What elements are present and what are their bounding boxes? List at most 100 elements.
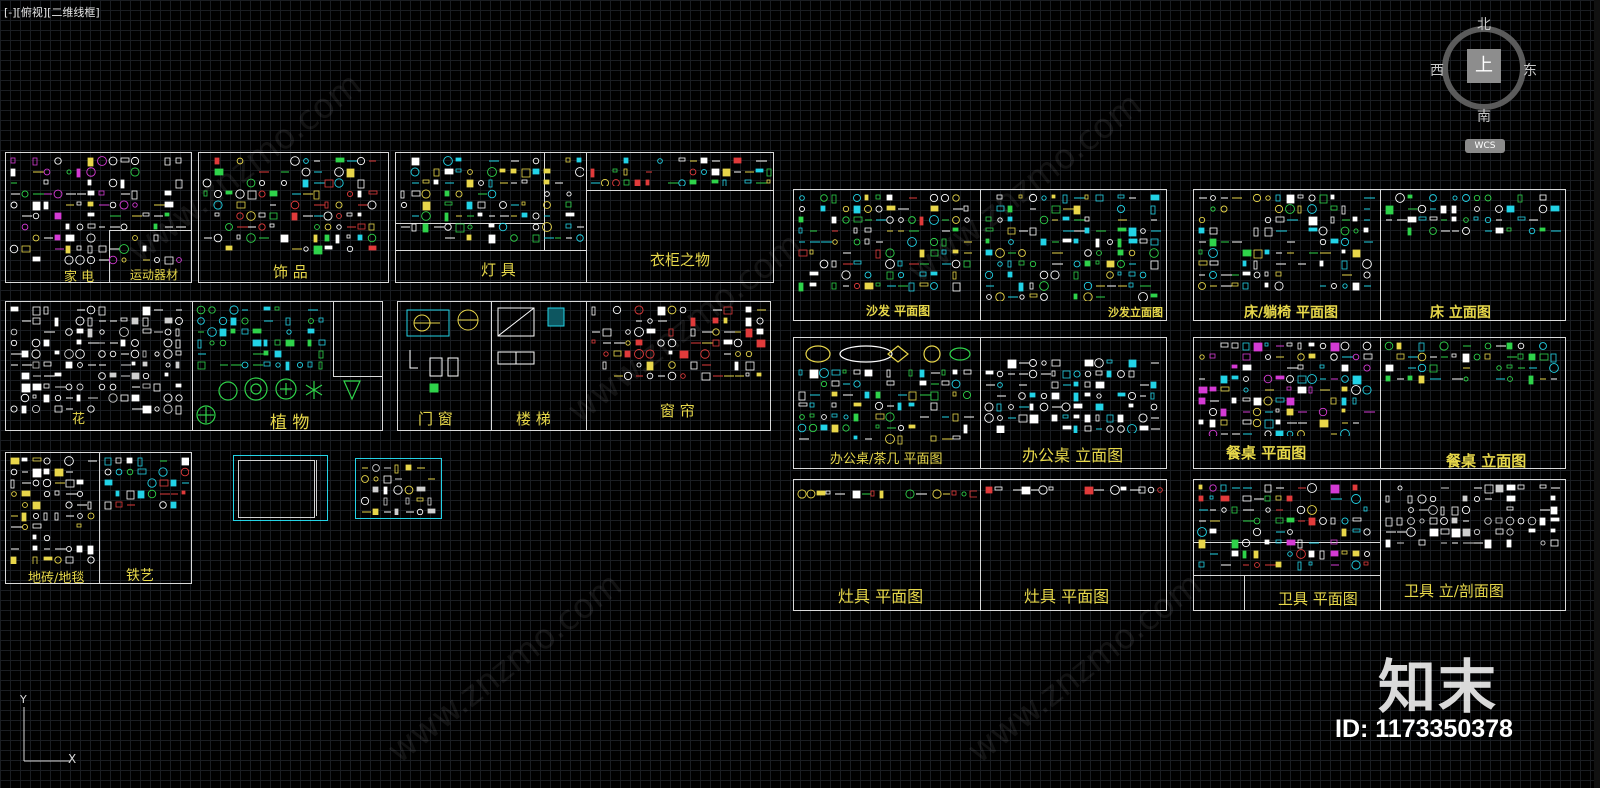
cad-block-symbol [1330, 353, 1338, 361]
cad-block-symbol [636, 362, 642, 368]
cad-block-symbol [131, 317, 139, 325]
cad-block-symbol [324, 234, 330, 242]
cad-block-symbol [952, 282, 961, 292]
cad-block-symbol [104, 457, 112, 466]
cad-block-symbol [678, 157, 686, 162]
compass-north-label[interactable]: 北 [1477, 17, 1491, 33]
cad-block-symbol [1440, 517, 1448, 525]
cad-block-symbol [1297, 430, 1305, 438]
cad-block-symbol [941, 238, 947, 247]
cad-block-symbol [1463, 217, 1469, 223]
cad-block-symbol [1198, 419, 1204, 425]
wcs-menu-button[interactable]: WCS [1465, 139, 1505, 153]
cad-block-symbol [1297, 539, 1303, 549]
block-frame-lamps[interactable]: 灯 具 衣柜之物 [395, 152, 774, 283]
cad-block-symbol [864, 194, 869, 201]
cad-block-symbol [941, 380, 950, 386]
cad-block-symbol [65, 479, 75, 488]
cad-block-symbol [745, 361, 755, 371]
cad-block-symbol [54, 468, 64, 477]
frame-title: 花 [72, 412, 86, 427]
cad-block-symbol [158, 467, 168, 477]
cad-block-symbol [285, 361, 290, 371]
vertical-scrollbar[interactable] [1594, 0, 1600, 788]
title-block-sheet[interactable] [233, 455, 328, 521]
cad-block-symbol [1419, 518, 1425, 524]
block-frame-stove[interactable]: 灶具 平面图 灶具 平面图 [793, 479, 1167, 611]
cad-block-symbol [1352, 282, 1360, 291]
block-frame-desk[interactable]: 办公桌/茶几 平面图 办公桌 立面图 [793, 337, 1167, 469]
cad-block-symbol [214, 157, 220, 165]
cad-block-symbol [154, 257, 160, 263]
block-frame-sanitary[interactable]: 卫具 平面图 卫具 立/剖面图 [1193, 479, 1566, 611]
frame-divider [586, 302, 587, 430]
cad-block-symbol [302, 179, 309, 188]
cad-block-symbol [1528, 353, 1536, 361]
cad-block-symbol [119, 200, 129, 210]
cad-block-symbol [951, 490, 957, 496]
cad-block-symbol [1275, 271, 1282, 277]
viewcube[interactable]: 上 北 南 东 西 [1430, 17, 1537, 125]
cad-block-symbol [820, 205, 826, 212]
block-frame-bed[interactable]: 床/躺椅 平面图 床 立面图 [1193, 189, 1566, 321]
cad-block-symbol [997, 261, 1003, 267]
cad-block-symbol [1407, 194, 1413, 199]
cad-block-symbol [87, 556, 95, 564]
cad-block-symbol [1352, 397, 1357, 405]
cad-block-symbol [1040, 238, 1047, 246]
cad-block-symbol [1220, 205, 1228, 213]
cad-block-symbol [1198, 484, 1203, 490]
symbol-cluster [797, 368, 977, 448]
cad-block-symbol [1253, 249, 1263, 259]
cad-block-symbol [985, 249, 993, 256]
cad-block-symbol [1539, 342, 1547, 350]
compass-south-label[interactable]: 南 [1477, 109, 1491, 125]
compass-east-label[interactable]: 东 [1523, 63, 1537, 79]
cad-block-symbol [1275, 517, 1284, 524]
cad-block-symbol [1150, 260, 1159, 270]
compass-west-label[interactable]: 西 [1430, 63, 1444, 79]
cad-block-symbol [952, 369, 958, 375]
block-frame-appliances[interactable]: 家 电 运动器材 [5, 152, 192, 283]
cad-block-symbol [142, 361, 148, 367]
cad-block-symbol [1073, 425, 1078, 434]
viewcube-top-face[interactable]: 上 [1467, 49, 1501, 83]
cad-block-symbol [1106, 425, 1114, 433]
block-frame-ornaments[interactable]: 饰 品 [198, 152, 389, 283]
cad-block-symbol [723, 339, 733, 345]
cad-block-symbol [77, 513, 83, 519]
cad-block-symbol [1319, 238, 1327, 246]
block-frame-doors[interactable]: 门 窗 楼 梯 窗 帘 [397, 301, 771, 431]
cad-block-symbol [1084, 227, 1090, 234]
cad-block-symbol [521, 179, 528, 184]
block-frame-tiles[interactable]: 地砖/地毯 铁艺 [5, 452, 192, 584]
cad-block-symbol [952, 271, 957, 280]
viewport-label[interactable]: [-][俯视][二维线框] [4, 6, 100, 19]
cad-block-symbol [689, 168, 697, 176]
cad-block-symbol [700, 349, 710, 359]
cad-block-symbol [952, 249, 959, 254]
cad-block-symbol [1242, 419, 1252, 425]
viewcube-compass-ring[interactable] [1442, 26, 1526, 110]
cad-block-symbol [1330, 397, 1337, 405]
symbol-glyphs [400, 156, 588, 244]
block-frame-plants[interactable]: 花 植 物 [5, 301, 383, 431]
cad-block-symbol [335, 201, 343, 209]
block-frame-sofa[interactable]: 沙发 平面图 沙发立面图 [793, 189, 1167, 321]
ucs-y-label: Y [20, 693, 27, 706]
cad-block-symbol [416, 508, 424, 516]
symbol-cluster [9, 156, 189, 266]
cad-block-symbol [1352, 517, 1362, 522]
frame-title: 家 电 [64, 270, 95, 283]
cad-block-symbol [1507, 376, 1513, 382]
cad-block-symbol [1428, 505, 1438, 515]
cad-block-symbol [43, 361, 52, 367]
cad-block-symbol [1029, 260, 1037, 268]
cad-block-symbol [455, 223, 465, 233]
cad-block-symbol [1140, 228, 1146, 234]
block-frame-dining[interactable]: 餐桌 平面图 餐桌 立面图 [1193, 337, 1566, 469]
legend-sheet[interactable] [355, 458, 442, 519]
cad-block-symbol [258, 190, 266, 198]
cad-block-symbol [1242, 364, 1252, 371]
